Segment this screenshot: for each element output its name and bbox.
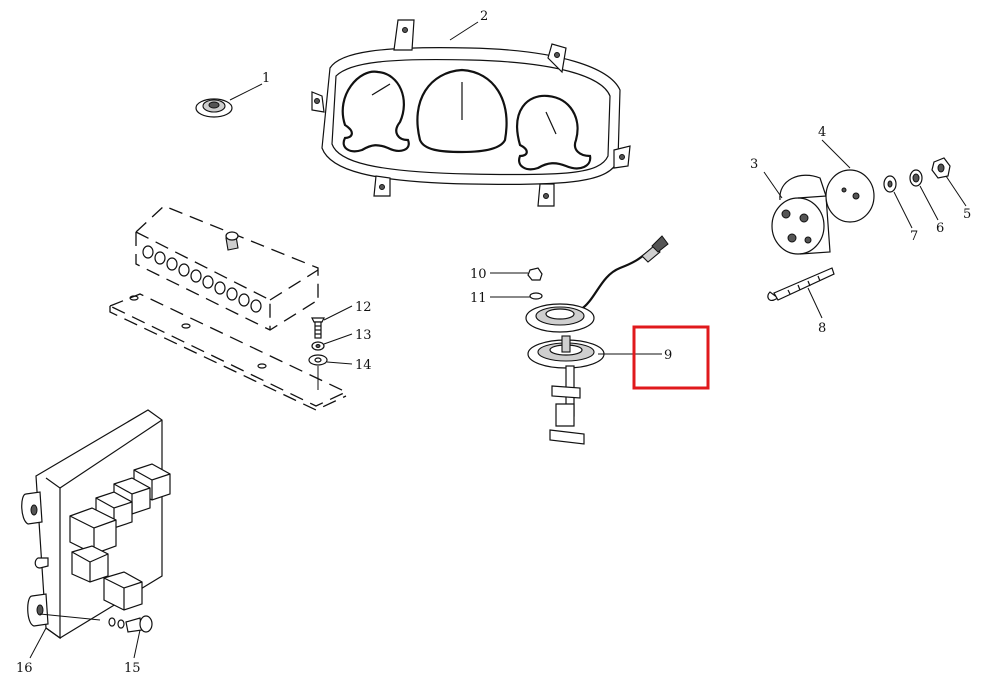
callout-5: 5 [963,207,971,222]
relay-group [69,463,171,611]
callout-15: 15 [124,661,141,676]
callout-8: 8 [818,321,826,336]
callout-1: 1 [262,71,270,86]
terminal-block-assembly: 12 13 14 [108,205,372,411]
parts-3-8-switch-assembly: 3 4 7 6 5 8 [750,125,971,336]
part-2-instrument-cluster: 2 [311,9,631,207]
callout-14: 14 [355,358,372,373]
fuel-sender-assembly: 10 11 9 [470,235,672,445]
relay-box-assembly: 15 16 [16,409,171,676]
callout-7: 7 [910,229,918,244]
callout-2: 2 [480,9,488,24]
callout-10: 10 [470,267,487,282]
highlight-box-part-9 [632,325,710,390]
terminal-row [142,245,262,313]
callout-3: 3 [750,157,758,172]
callout-16: 16 [16,661,33,676]
callout-11: 11 [470,291,487,306]
callout-4: 4 [818,125,826,140]
callout-9: 9 [664,348,672,363]
callout-13: 13 [355,328,372,343]
callout-12: 12 [355,300,372,315]
part-1-grommet: 1 [195,71,270,118]
callout-6: 6 [936,221,944,236]
